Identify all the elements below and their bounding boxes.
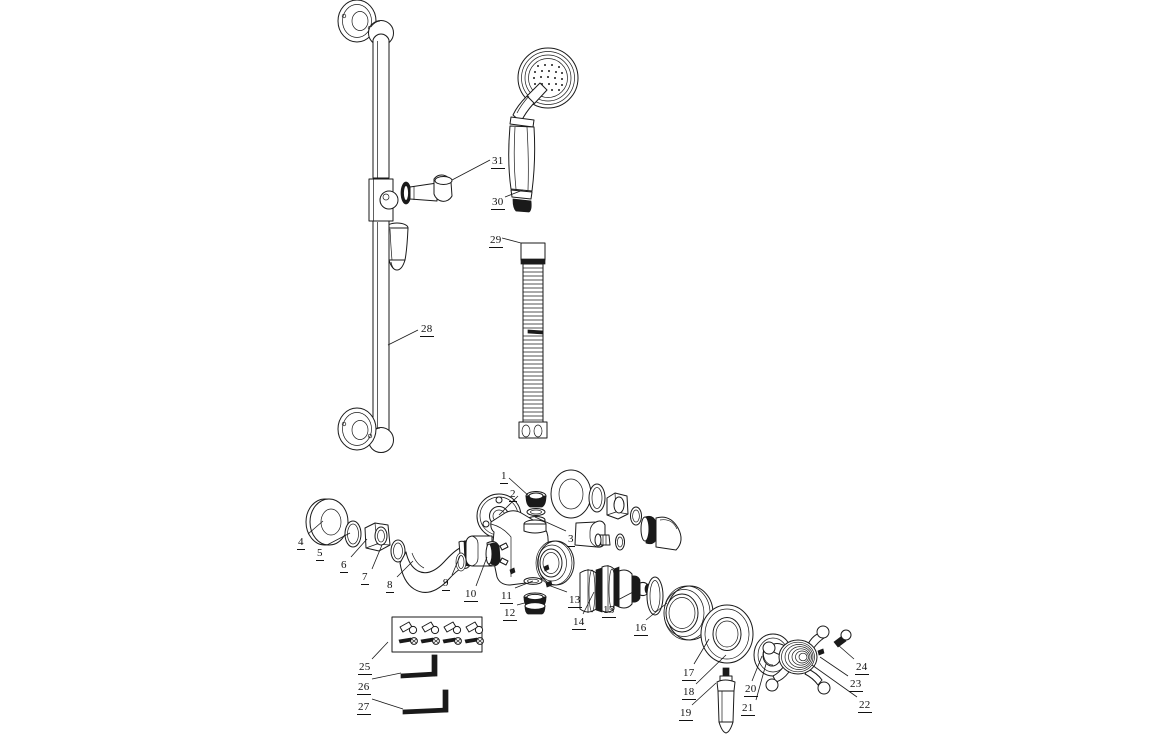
callout-screw-plug: 13: [568, 594, 582, 608]
callout-rail-bracket-holder: 31: [491, 155, 505, 169]
callout-temperature-collar: 20: [744, 683, 758, 697]
screws: [398, 637, 484, 645]
callout-flange-plate: 2: [509, 488, 517, 502]
callout-inlet-connector: 12: [503, 607, 517, 621]
callout-allen-key-small: 27: [357, 701, 371, 715]
callout-fixings-kit: 25: [358, 661, 372, 675]
callout-grub-screw: 18: [682, 686, 696, 700]
callout-cartridge-o-ring: 15: [602, 604, 616, 618]
callout-allen-key-large: 26: [357, 681, 371, 695]
callout-seal-washer: 5: [316, 547, 324, 561]
callout-thermostatic-cartridge: 14: [572, 616, 586, 630]
cross-head-handle-part: [762, 625, 852, 695]
seal-and-rings-group: [646, 576, 754, 664]
leader-lines: [307, 159, 858, 710]
allen-keys: [400, 654, 449, 715]
callout-shower-hose: 29: [489, 234, 503, 248]
thermostatic-cartridge-part: [579, 565, 652, 613]
fixings-kit-part: [391, 616, 484, 653]
callout-cover-plate: 4: [297, 536, 305, 550]
callout-blanking-cap: 1: [500, 470, 508, 484]
callout-o-ring: 6: [340, 559, 348, 573]
callout-slide-rail: 28: [420, 323, 434, 337]
slide-rail-assembly: [337, 0, 453, 453]
allen-key-large-shape: [400, 671, 436, 679]
callout-handle-grub-screw: 23: [849, 678, 863, 692]
callout-elbow-pipe: 8: [386, 579, 394, 593]
callout-handle-cap-screw: 24: [855, 661, 869, 675]
callout-cross-head-handle: 22: [858, 699, 872, 713]
wall-plugs: [399, 621, 484, 635]
callout-inlet-nut: 10: [464, 588, 478, 602]
callout-escutcheon-ring: 17: [682, 667, 696, 681]
callout-valve-body: 3: [567, 533, 575, 547]
callout-pipe-washer: 9: [442, 577, 450, 591]
callout-index-screw: 21: [741, 702, 755, 716]
shower-handset-part: [508, 47, 579, 213]
callout-retaining-ring: 16: [634, 622, 648, 636]
callout-filter-washer: 11: [500, 590, 514, 604]
shower-hose-part: [518, 242, 548, 439]
callout-hex-nut: 7: [361, 571, 369, 585]
callout-flow-cartridge: 19: [679, 707, 693, 721]
upper-right-fittings: [550, 469, 682, 551]
inlet-fittings-group: [485, 541, 553, 615]
valve-body-part: [465, 510, 606, 586]
callout-shower-handset: 30: [491, 196, 505, 210]
allen-key-small-shape: [402, 707, 448, 715]
